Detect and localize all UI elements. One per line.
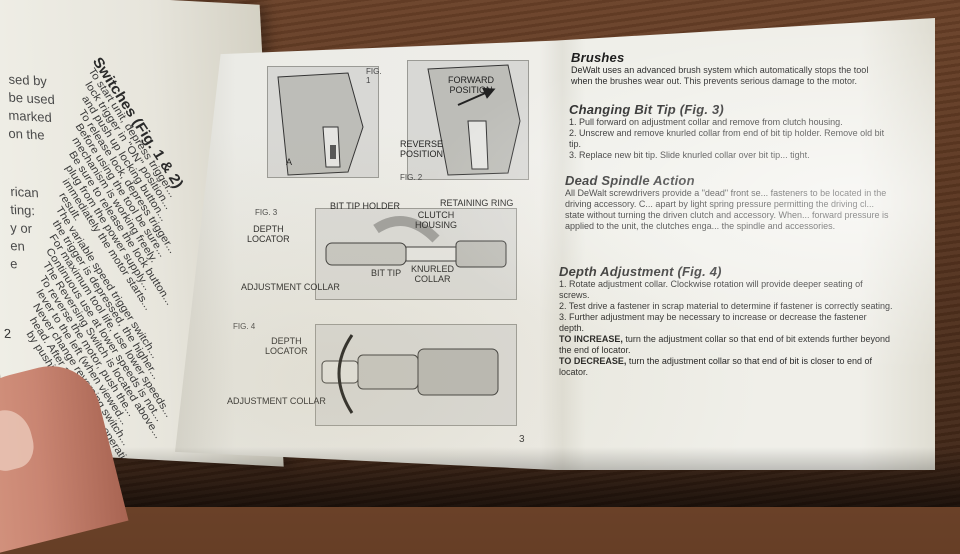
changing-bit-section: Changing Bit Tip (Fig. 3) 1. Pull forwar… (569, 102, 891, 161)
increase-text: turn the adjustment collar so that end o… (559, 334, 891, 355)
depth-adjustment-step-2: 2. Test drive a fastener in scrap materi… (559, 301, 893, 311)
fig3-callout-depth-locator: DEPTH LOCATOR (247, 224, 290, 244)
decrease-text: turn the adjustment collar so that end o… (559, 356, 873, 377)
fig3-callout-bit-tip: BIT TIP (371, 268, 402, 278)
fig3-callout-bit-tip-holder: BIT TIP HOLDER (330, 201, 401, 211)
right-page-number: 3 (519, 434, 525, 445)
shadow-bottom (0, 447, 960, 507)
fig2-drill-illustration (427, 64, 521, 176)
manual-spread: FIG. 1 A FORWARD POSITION REVERSE POSITI… (175, 18, 935, 470)
increase-label: TO INCREASE, (559, 334, 623, 344)
fig1-label: FIG. 1 (366, 67, 382, 85)
fig3-callout-adjustment-collar: ADJUSTMENT COLLAR (241, 282, 340, 292)
left-page-margin-fragment: be used (8, 89, 56, 108)
left-page-margin-fragment: e (9, 255, 18, 272)
fig4-label: FIG. 4 (233, 322, 256, 331)
brushes-title: Brushes (571, 50, 625, 65)
fig2-panel: FORWARD POSITION REVERSE POSITION FIG. 2 (400, 60, 529, 182)
depth-adjustment-title: Depth Adjustment (Fig. 4) (559, 264, 722, 279)
fig3-bit-illustration (325, 216, 507, 268)
fig3-callout-knurled-collar: KNURLED COLLAR (411, 264, 455, 284)
fig4-callout-adjustment-collar: ADJUSTMENT COLLAR (227, 396, 326, 406)
fig4-panel (315, 324, 517, 426)
fig1-drill-illustration (277, 72, 364, 176)
fig3-callout-clutch-housing: CLUTCH HOUSING (415, 210, 458, 230)
brushes-body: DeWalt uses an advanced brush system whi… (571, 65, 869, 86)
left-page-margin-fragment: y or (9, 219, 33, 237)
decrease-label: TO DECREASE, (559, 356, 627, 366)
changing-bit-step-1: 1. Pull forward on adjustment collar and… (569, 117, 843, 127)
dead-spindle-section: Dead Spindle Action All DeWalt screwdriv… (565, 173, 891, 232)
fig1-callout-a: A (286, 157, 293, 167)
depth-adjustment-section: Depth Adjustment (Fig. 4) 1. Rotate adju… (559, 264, 893, 378)
left-page-margin-fragment: rican (10, 183, 39, 201)
changing-bit-step-3: 3. Replace new bit tip. Slide knurled co… (569, 150, 810, 160)
fig3-label: FIG. 3 (255, 208, 278, 217)
depth-adjustment-step-1: 1. Rotate adjustment collar. Clockwise r… (559, 279, 863, 300)
fig1-panel: FIG. 1 A (267, 66, 382, 178)
fig2-callout-forward: FORWARD POSITION (448, 75, 494, 95)
fig3-panel (315, 208, 517, 300)
brushes-section: Brushes DeWalt uses an advanced brush sy… (571, 50, 891, 87)
left-page-margin-fragment: marked (8, 107, 53, 125)
changing-bit-step-2: 2. Unscrew and remove knurled collar fro… (569, 128, 885, 149)
dead-spindle-title: Dead Spindle Action (565, 173, 695, 188)
fig3-callout-retaining-ring: RETAINING RING (440, 198, 514, 208)
left-page-number: 2 (3, 325, 12, 342)
left-page-margin-fragment: ting: (9, 201, 36, 219)
left-page-margin-fragment: on the (7, 125, 45, 143)
fig4-callout-depth-locator: DEPTH LOCATOR (265, 336, 308, 356)
fig4-depth-illustration (321, 334, 499, 414)
left-page-margin-fragment: en (9, 237, 26, 254)
fig2-label: FIG. 2 (400, 173, 423, 182)
changing-bit-title: Changing Bit Tip (Fig. 3) (569, 102, 724, 117)
fig2-callout-reverse: REVERSE POSITION (400, 139, 444, 159)
depth-adjustment-step-3: 3. Further adjustment may be necessary t… (559, 312, 867, 333)
dead-spindle-body: All DeWalt screwdrivers provide a "dead"… (565, 188, 889, 231)
left-page-margin-fragment: sed by (8, 71, 48, 89)
